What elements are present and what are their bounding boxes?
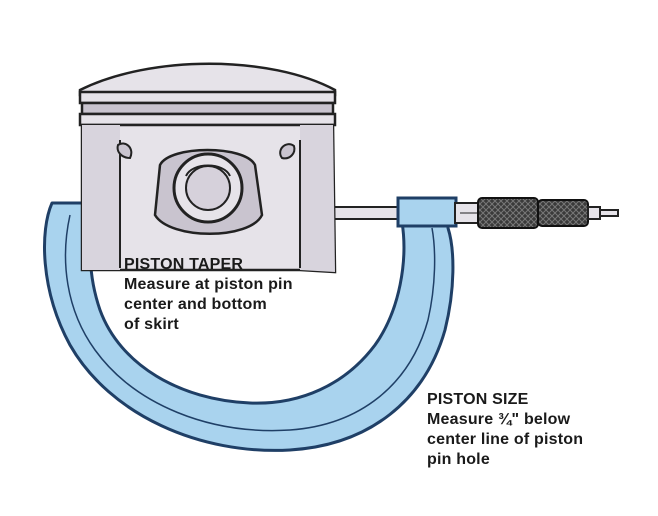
piston-size-line-3: pin hole — [427, 451, 490, 468]
piston-size-title: PISTON SIZE — [427, 391, 529, 408]
piston-taper-line-1: Measure at piston pin — [124, 276, 293, 293]
piston-taper-line-2: center and bottom — [124, 296, 267, 313]
piston-size-label: PISTON SIZE Measure ¾" below center line… — [427, 390, 583, 470]
micrometer-frame — [43, 200, 455, 452]
micrometer-spindle — [333, 196, 619, 229]
piston-size-line-2: center line of piston — [427, 431, 584, 448]
piston — [78, 62, 337, 274]
piston-taper-title: PISTON TAPER — [124, 256, 244, 273]
piston-taper-line-3: of skirt — [124, 316, 179, 333]
piston-taper-label: PISTON TAPER Measure at piston pin cente… — [124, 255, 293, 335]
piston-size-line-1: Measure ¾" below — [427, 411, 571, 428]
